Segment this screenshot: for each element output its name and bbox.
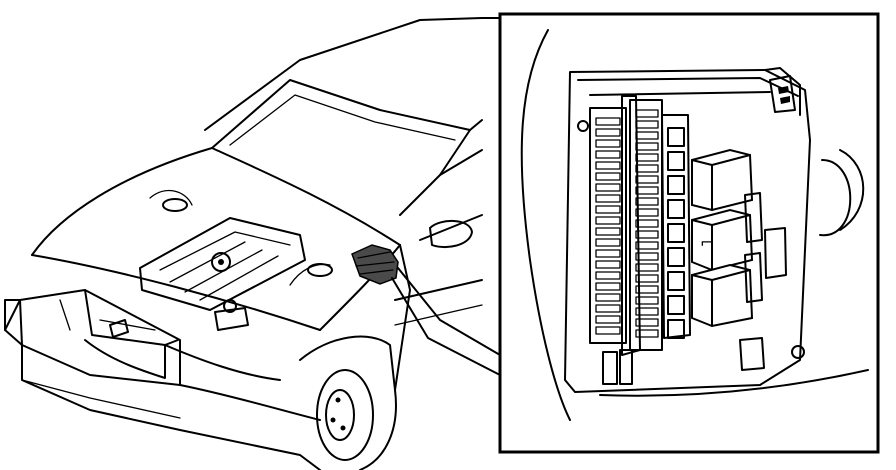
front-wheel — [316, 369, 374, 461]
relay — [691, 263, 754, 328]
fuse-slot — [635, 164, 659, 173]
connector-pin — [667, 271, 685, 291]
fuse-slot — [595, 315, 621, 324]
fuse-slot — [635, 175, 659, 184]
fuse-row-group — [635, 109, 659, 338]
fuse-slot — [595, 238, 621, 247]
fuse-slot — [635, 109, 659, 118]
fuse-slot — [595, 293, 621, 302]
fuse-relay-box-detail: ⌐ — [481, 12, 880, 454]
fuse-slot — [595, 326, 621, 335]
connector-pin — [667, 319, 685, 339]
fuse-slot — [595, 194, 621, 203]
fuse-slot — [595, 161, 621, 170]
fuse-slot — [635, 241, 659, 250]
fuse-slot — [595, 117, 621, 126]
roof-line — [204, 17, 483, 131]
fuse-slot — [635, 263, 659, 272]
fuse-slot — [635, 285, 659, 294]
front-bumper — [4, 329, 321, 470]
fuse-slot — [595, 216, 621, 225]
connector-pin — [667, 199, 685, 219]
fuse-slot — [595, 183, 621, 192]
connector-pin — [667, 295, 685, 315]
fuse-slot — [595, 150, 621, 159]
fuse-slot — [635, 318, 659, 327]
fuse-slot — [635, 296, 659, 305]
fuse-slot — [635, 120, 659, 129]
car-illustration — [4, 17, 483, 470]
relay-symbol: ⌐ — [700, 233, 713, 252]
fuse-slot — [635, 219, 659, 228]
box-housing — [564, 69, 811, 393]
connector-pin — [667, 175, 685, 195]
fuse-slot — [635, 142, 659, 151]
windshield — [211, 79, 471, 216]
fuse-slot — [635, 274, 659, 283]
fuse-slot — [595, 260, 621, 269]
fuse-row-group — [595, 117, 621, 335]
fuse-slot — [595, 271, 621, 280]
fuse-slot — [595, 205, 621, 214]
connector-pin — [667, 223, 685, 243]
fuse-slot — [635, 252, 659, 261]
relay: ⌐ — [691, 208, 754, 272]
fuse-slot — [595, 249, 621, 258]
fuse-slot — [595, 128, 621, 137]
fuse-slot — [635, 197, 659, 206]
connector-group — [667, 127, 685, 339]
relay — [691, 148, 754, 212]
fuse-slot — [635, 307, 659, 316]
fuse-slot — [635, 131, 659, 140]
connector-pin — [667, 151, 685, 171]
fuse-slot — [635, 329, 659, 338]
side-mirror — [429, 220, 473, 249]
fuse-slot — [595, 227, 621, 236]
connector-pin — [667, 247, 685, 267]
fuse-slot — [635, 208, 659, 217]
leader-line — [391, 267, 501, 376]
fuse-slot — [595, 172, 621, 181]
fuse-slot — [595, 139, 621, 148]
fuse-slot — [635, 230, 659, 239]
engine-cover — [139, 217, 306, 311]
fuse-slot — [595, 304, 621, 313]
fuse-slot — [635, 186, 659, 195]
fuse-slot — [595, 282, 621, 291]
hood-front-edge — [31, 147, 213, 256]
connector-pin — [667, 127, 685, 147]
front-fascia — [19, 289, 181, 386]
fuse-slot — [635, 153, 659, 162]
